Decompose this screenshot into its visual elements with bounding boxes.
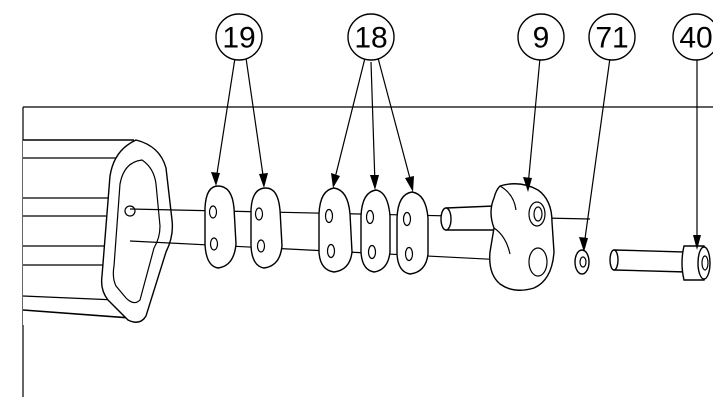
plate-19a: [204, 185, 237, 269]
knob-9: [440, 183, 555, 291]
callout-9: 9: [517, 13, 565, 61]
callout-19-label: 19: [222, 22, 255, 55]
callout-9-label: 9: [533, 22, 550, 55]
washer-71: [574, 249, 590, 275]
plate-19b: [250, 187, 283, 269]
plate-18c: [396, 191, 429, 275]
callout-40: 40: [672, 13, 713, 61]
callout-40-label: 40: [679, 22, 712, 55]
screw-40: [609, 245, 711, 281]
plate-18b: [360, 189, 391, 273]
arrowheads: [211, 172, 701, 252]
leader-lines: [215, 57, 698, 247]
callout-18: 18: [347, 13, 395, 61]
square-tube: [22, 139, 174, 325]
plate-18a: [318, 187, 353, 273]
callout-71: 71: [588, 13, 636, 61]
callout-19: 19: [215, 13, 263, 61]
callout-18-label: 18: [354, 22, 387, 55]
callout-71-label: 71: [595, 22, 628, 55]
